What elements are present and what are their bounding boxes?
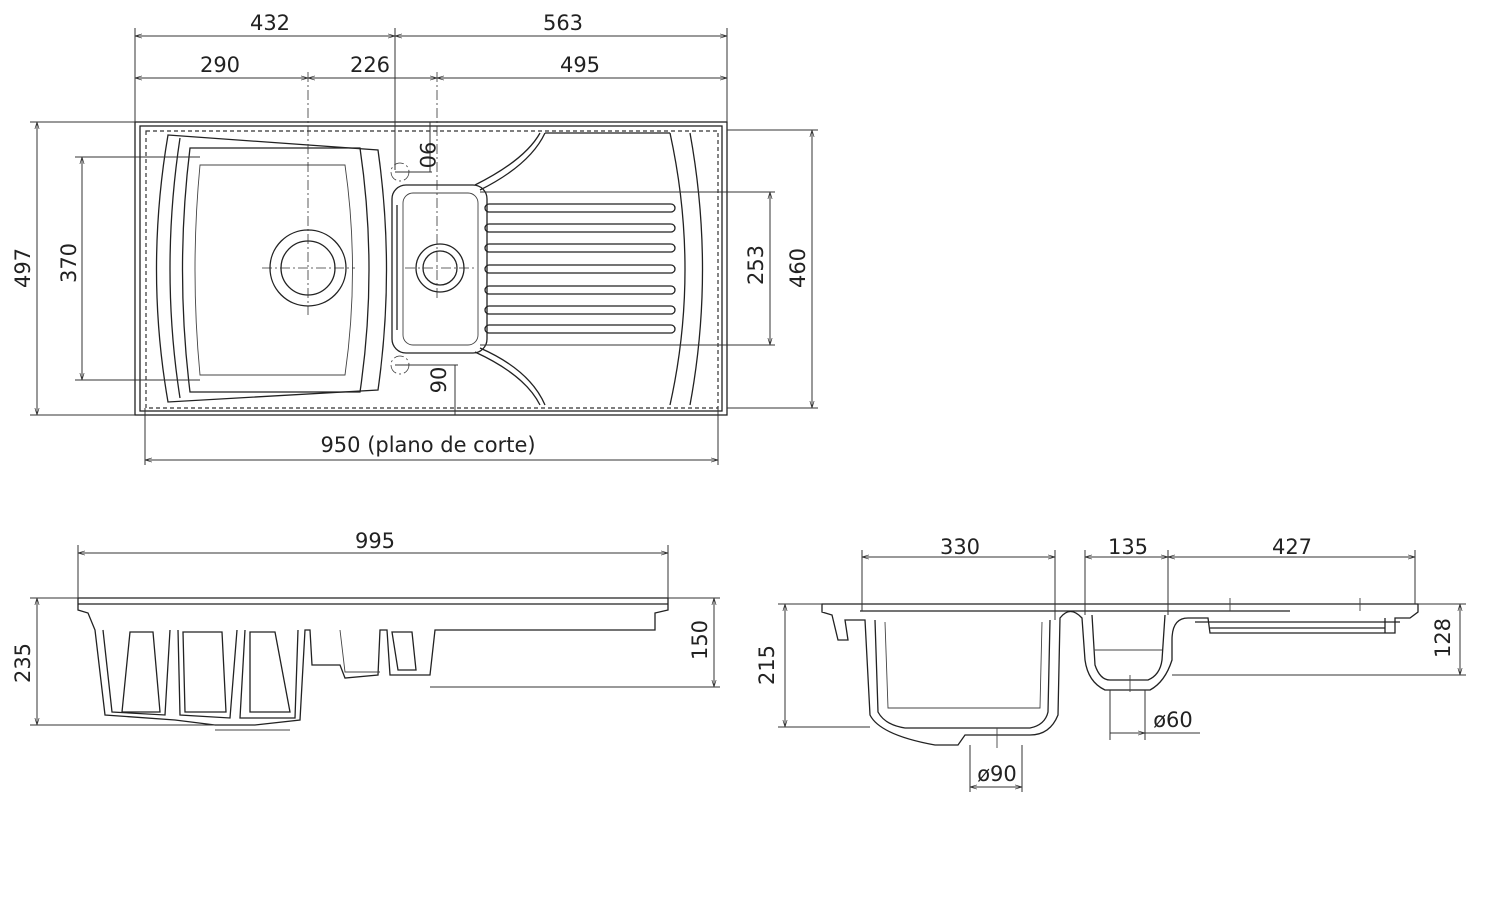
dim-253: 253 [744,245,768,285]
dim-563: 563 [543,11,583,35]
dim-370: 370 [57,243,81,283]
drainer-rib [484,305,676,315]
cut-line [145,130,719,409]
section-view: 330 135 427 215 128 ø90 ø60 [755,535,1466,792]
dim-497: 497 [11,248,35,288]
dim-diameter-60: ø60 [1153,708,1193,732]
dim-226: 226 [350,53,390,77]
dim-cut-plane: 950 (plano de corte) [320,433,535,457]
dim-diameter-90: ø90 [977,762,1017,786]
dim-460: 460 [786,248,810,288]
side-view: 995 235 150 [11,529,720,731]
drainer-rib [484,203,676,213]
drainer-rib [484,264,676,274]
dim-215: 215 [755,645,779,685]
dim-427: 427 [1272,535,1312,559]
dim-995: 995 [355,529,395,553]
drainer-rib [484,223,676,233]
dim-290: 290 [200,53,240,77]
dim-135: 135 [1108,535,1148,559]
dim-90-top: 90 [415,142,439,169]
top-view: 432 563 290 226 495 497 370 253 460 90 9… [11,11,818,465]
drainer-rib [484,324,676,334]
dim-432: 432 [250,11,290,35]
small-bowl [390,162,488,375]
dim-128: 128 [1431,618,1455,658]
dim-235: 235 [11,643,35,683]
drainer [474,132,704,406]
dim-90-bottom: 90 [427,367,451,394]
drainer-rib [484,285,676,295]
main-bowl [155,134,388,403]
sink-outline [134,121,728,416]
dim-495: 495 [560,53,600,77]
dim-150: 150 [688,620,712,660]
drainer-rib [484,243,676,253]
dim-330: 330 [940,535,980,559]
